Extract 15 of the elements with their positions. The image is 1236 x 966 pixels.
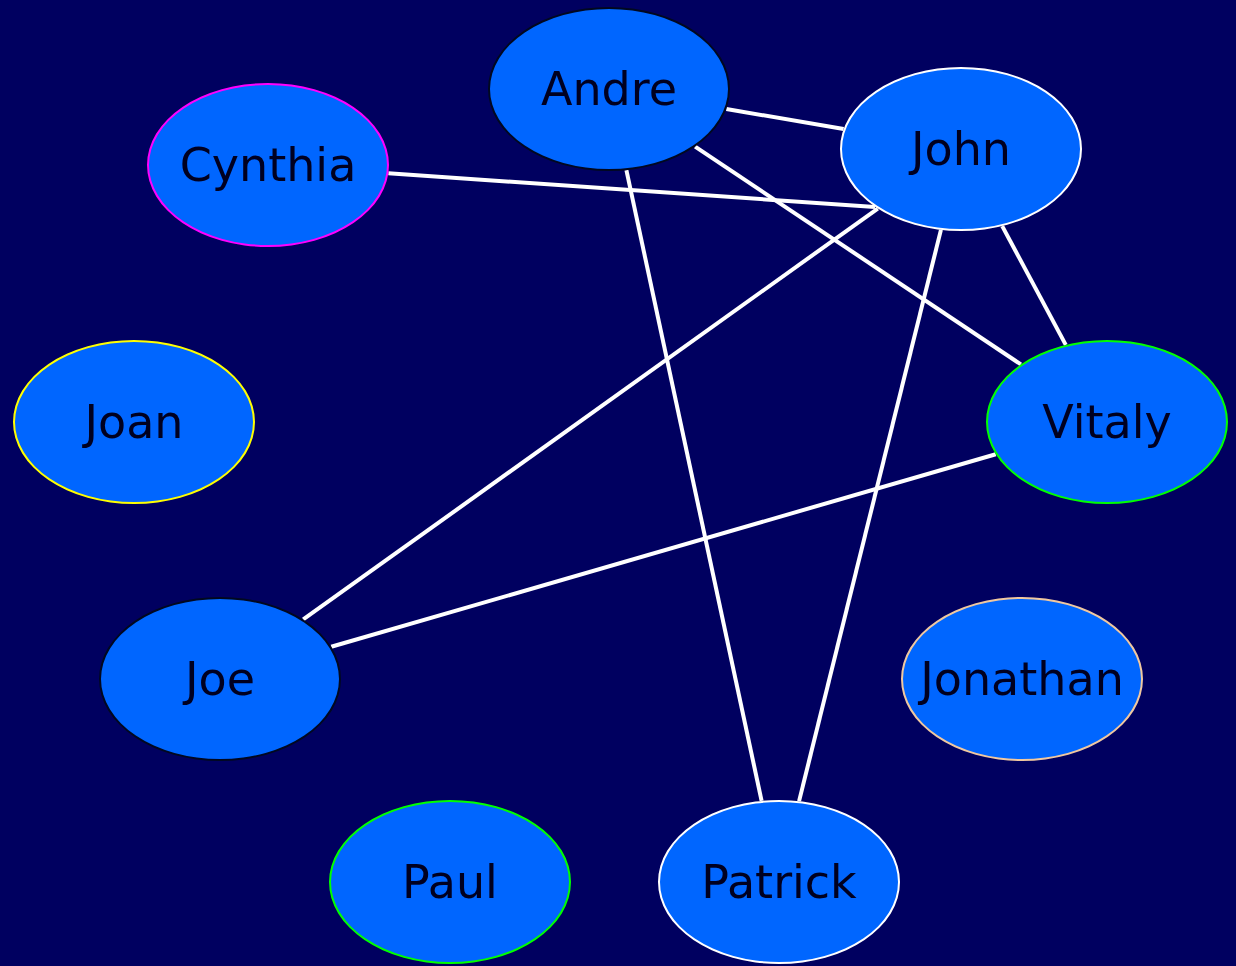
person-name: Patrick bbox=[701, 855, 857, 909]
connector-line bbox=[694, 144, 1022, 367]
connector-line bbox=[1000, 225, 1068, 346]
connector-line bbox=[302, 206, 879, 622]
person-name: Jonathan bbox=[920, 652, 1124, 706]
person-name: Paul bbox=[402, 855, 498, 909]
person-name: Vitaly bbox=[1042, 395, 1172, 449]
connector-line bbox=[624, 169, 764, 802]
person-name: Andre bbox=[541, 62, 677, 116]
person-name: Joan bbox=[84, 395, 184, 449]
person-name: Cynthia bbox=[179, 138, 357, 192]
connector-line bbox=[388, 171, 876, 209]
connector-line bbox=[797, 229, 943, 802]
connector-line bbox=[726, 107, 844, 131]
connector-line bbox=[330, 452, 997, 649]
